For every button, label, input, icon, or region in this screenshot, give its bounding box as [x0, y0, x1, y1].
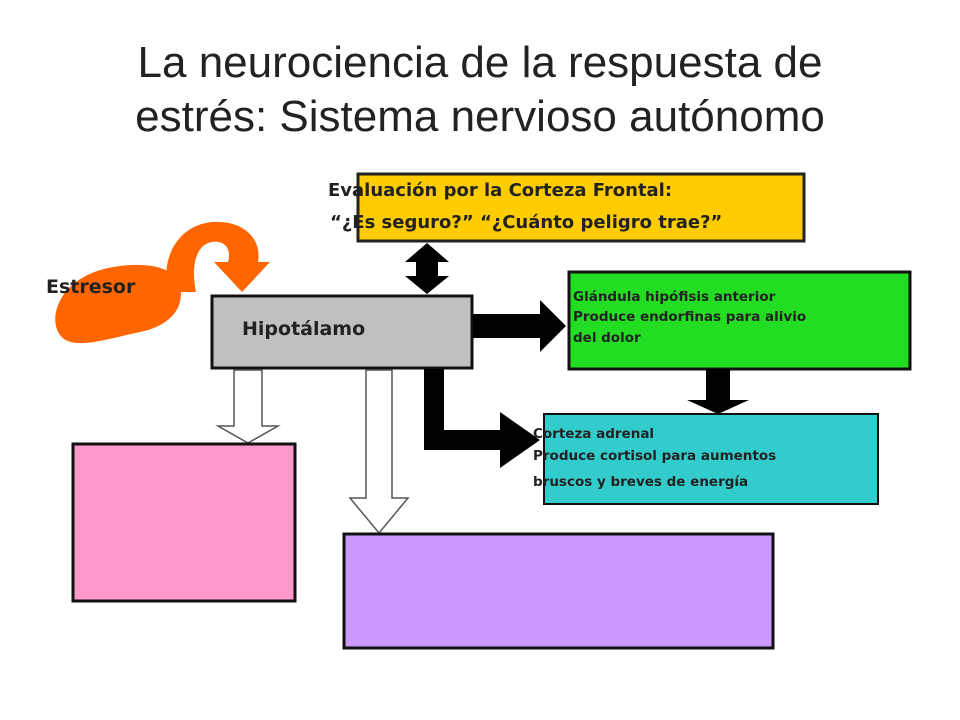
- cortex-hypothalamus-double-arrow: [405, 243, 449, 294]
- hypothalamus-label: Hipotálamo: [242, 318, 366, 340]
- pituitary-box: [567, 270, 912, 371]
- adrenal-line-1: Corteza adrenal: [533, 426, 655, 442]
- pituitary-line-3: del dolor: [573, 330, 641, 346]
- frontal-cortex-box: [356, 172, 806, 243]
- hypothalamus-to-pink-arrow: [215, 369, 281, 444]
- hypothalamus-box: [210, 294, 474, 370]
- pituitary-to-adrenal-arrow: [687, 369, 749, 414]
- slide-title: La neurociencia de la respuesta de estré…: [0, 36, 960, 144]
- hypothalamus-to-pituitary-arrow: [473, 300, 566, 352]
- adrenal-line-2: Produce cortisol para aumentos: [533, 448, 777, 464]
- stressor-shape: [55, 264, 181, 344]
- adrenal-cortex-box: [543, 413, 879, 505]
- frontal-cortex-line-2: “¿Es seguro?” “¿Cuánto peligro trae?”: [330, 212, 723, 233]
- title-line-2: estrés: Sistema nervioso autónomo: [135, 92, 825, 141]
- purple-box: [342, 532, 775, 650]
- adrenal-line-3: bruscos y breves de energía: [533, 474, 749, 490]
- hypothalamus-to-adrenal-arrow: [424, 369, 540, 468]
- pink-box: [71, 442, 297, 603]
- stressor-curved-arrow: [166, 221, 270, 292]
- hypothalamus-to-purple-arrow: [348, 369, 410, 535]
- title-line-1: La neurociencia de la respuesta de: [137, 38, 823, 87]
- pituitary-line-2: Produce endorfinas para alivio: [573, 309, 807, 325]
- stressor-label: Estresor: [46, 276, 136, 298]
- frontal-cortex-line-1: Evaluación por la Corteza Frontal:: [328, 180, 673, 201]
- pituitary-line-1: Glándula hipófisis anterior: [573, 289, 776, 305]
